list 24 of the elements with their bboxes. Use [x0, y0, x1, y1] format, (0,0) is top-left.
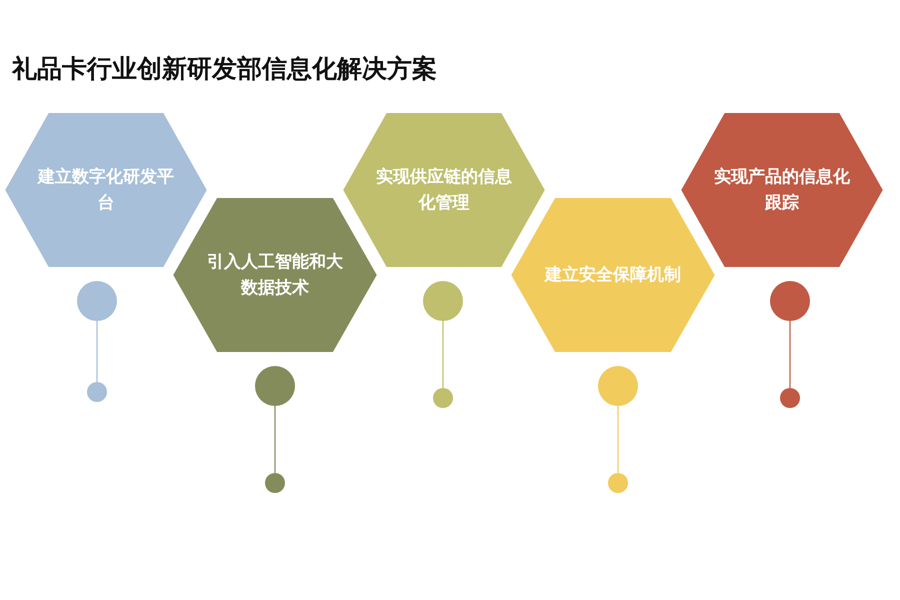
- title: 礼品卡行业创新研发部信息化解决方案: [12, 53, 437, 85]
- hexagon-label: 实现供应链的信息化管理: [375, 166, 513, 215]
- hexagon-label: 建立安全保障机制: [543, 264, 682, 287]
- circle: [780, 388, 800, 408]
- hexagon: [508, 195, 718, 355]
- hexagon: [170, 195, 380, 355]
- circle: [433, 388, 453, 408]
- connector-line: [617, 406, 619, 473]
- circle: [423, 281, 463, 321]
- circle: [255, 366, 295, 406]
- connector-line: [789, 321, 791, 388]
- circle: [770, 281, 810, 321]
- circle: [598, 366, 638, 406]
- hexagon-label: 引入人工智能和大数据技术: [206, 251, 344, 300]
- hexagon-label: 建立数字化研发平台: [36, 166, 175, 215]
- circle: [265, 473, 285, 493]
- hexagon-label: 实现产品的信息化跟踪: [713, 166, 851, 215]
- circle: [87, 382, 107, 402]
- connector-line: [274, 406, 276, 473]
- connector-line: [96, 321, 98, 382]
- connector-line: [442, 321, 444, 388]
- circle: [608, 473, 628, 493]
- circle: [77, 281, 117, 321]
- hexagon: [2, 110, 210, 270]
